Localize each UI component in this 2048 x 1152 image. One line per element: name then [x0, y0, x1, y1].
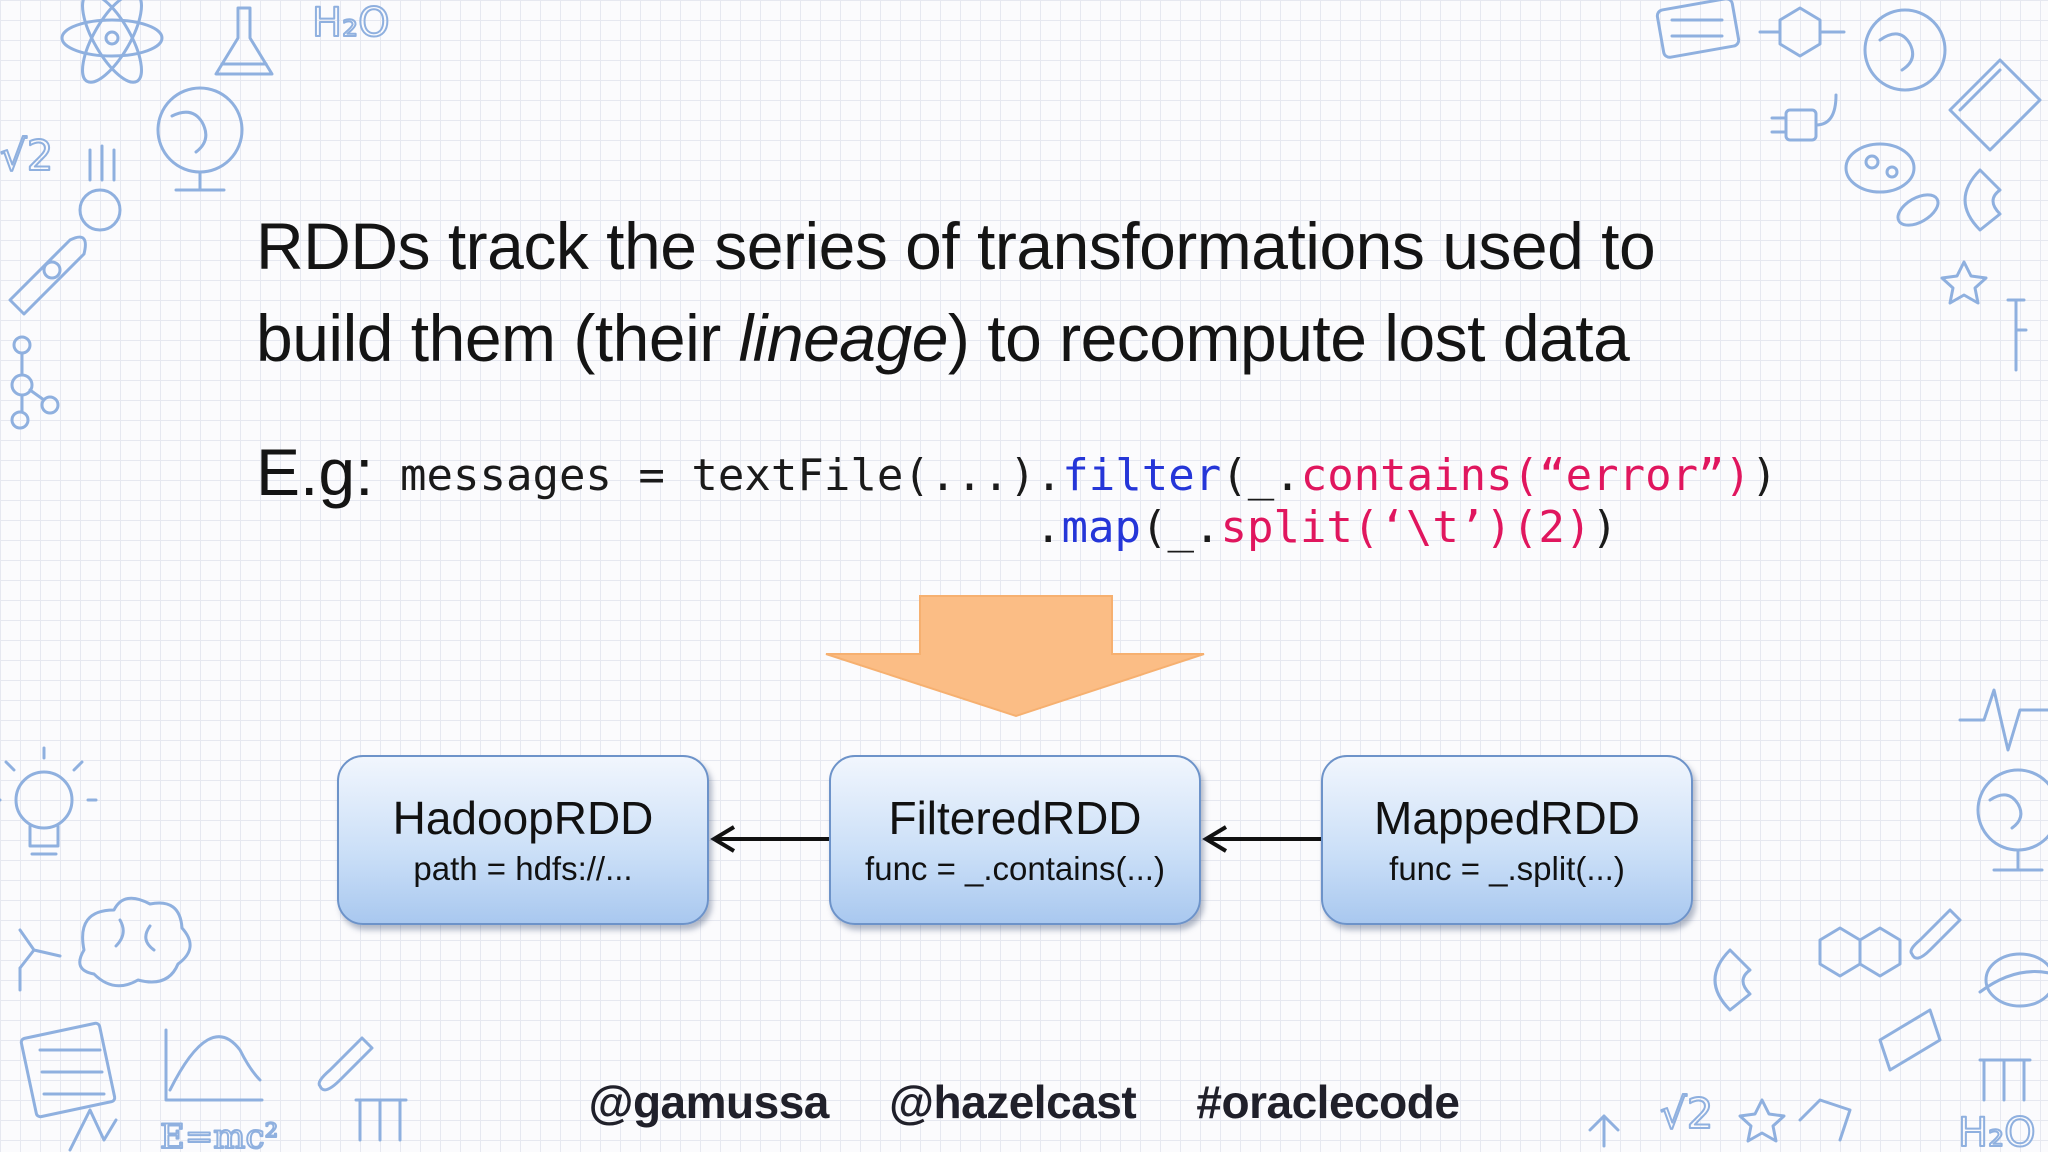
- rdd-name: FilteredRDD: [888, 792, 1142, 844]
- code-line-2: .map(_.split(‘\t’)(2)): [1035, 502, 1618, 554]
- code-line-1: messages = textFile(...).filter(_.contai…: [400, 450, 1778, 502]
- headline-line-2-end: ) to recompute lost data: [947, 301, 1630, 375]
- rocket-icon: [8, 235, 87, 316]
- brain-icon: [78, 896, 192, 988]
- rdd-box-filtered: FilteredRDD func = _.contains(...): [829, 755, 1201, 925]
- magnet-icon: [1963, 168, 2002, 232]
- calculator-icon: [1655, 0, 1741, 59]
- code-paren: (_.: [1140, 502, 1221, 553]
- lightbulb-icon: [0, 746, 98, 856]
- twitter-handle-gamussa: @gamussa: [588, 1076, 830, 1128]
- code-close: ): [1591, 502, 1618, 553]
- hashtag-oraclecode: #oraclecode: [1196, 1076, 1460, 1128]
- code-filter-method: filter: [1062, 450, 1222, 501]
- rdd-box-mapped: MappedRDD func = _.split(...): [1321, 755, 1693, 925]
- headline-line-2: build them (their lineage) to recompute …: [256, 292, 1856, 384]
- rdd-name: HadoopRDD: [392, 792, 654, 844]
- lineage-connectors: [710, 825, 1322, 853]
- code-close: ): [1751, 450, 1778, 501]
- down-arrow: [825, 595, 1205, 718]
- rdd-name: MappedRDD: [1374, 792, 1640, 844]
- microscope-icon: [1844, 142, 1940, 227]
- svg-text:√2: √2: [0, 131, 53, 180]
- headline-line-1: RDDs track the series of transformations…: [256, 209, 1656, 283]
- rdd-detail: func = _.contains(...): [865, 850, 1165, 887]
- lineage-emphasis: lineage: [738, 301, 949, 375]
- footer-handles: @gamussa @hazelcast #oraclecode: [0, 1075, 2048, 1129]
- flask-icon: [214, 6, 274, 76]
- code-contains-call: contains(“error”): [1300, 450, 1752, 501]
- code-map-method: map: [1061, 502, 1141, 553]
- headline-line-2-start: build them (their: [256, 301, 739, 375]
- connector-filtered-to-hadoop: [710, 825, 832, 853]
- rdd-detail: func = _.split(...): [1389, 850, 1625, 887]
- code-plain: messages = textFile(...).: [400, 450, 1063, 501]
- connector-mapped-to-filtered: [1202, 825, 1322, 853]
- example-label: E.g:: [256, 435, 374, 509]
- code-dot: .: [1035, 502, 1062, 553]
- rdd-detail: path = hdfs://...: [413, 850, 633, 887]
- svg-text:H₂O: H₂O: [312, 0, 390, 46]
- atom-icon: [60, 0, 164, 84]
- plug-icon: [1770, 93, 1838, 142]
- star-icon: [1940, 260, 1988, 305]
- molecule-icon: [10, 335, 60, 430]
- code-paren: (_.: [1221, 450, 1301, 501]
- globe-icon: [156, 86, 244, 192]
- twitter-handle-hazelcast: @hazelcast: [889, 1076, 1137, 1128]
- slide-headline: RDDs track the series of transformations…: [256, 200, 1856, 384]
- rdd-box-hadoop: HadoopRDD path = hdfs://...: [337, 755, 709, 925]
- code-split-call: split(‘\t’)(2): [1220, 502, 1592, 553]
